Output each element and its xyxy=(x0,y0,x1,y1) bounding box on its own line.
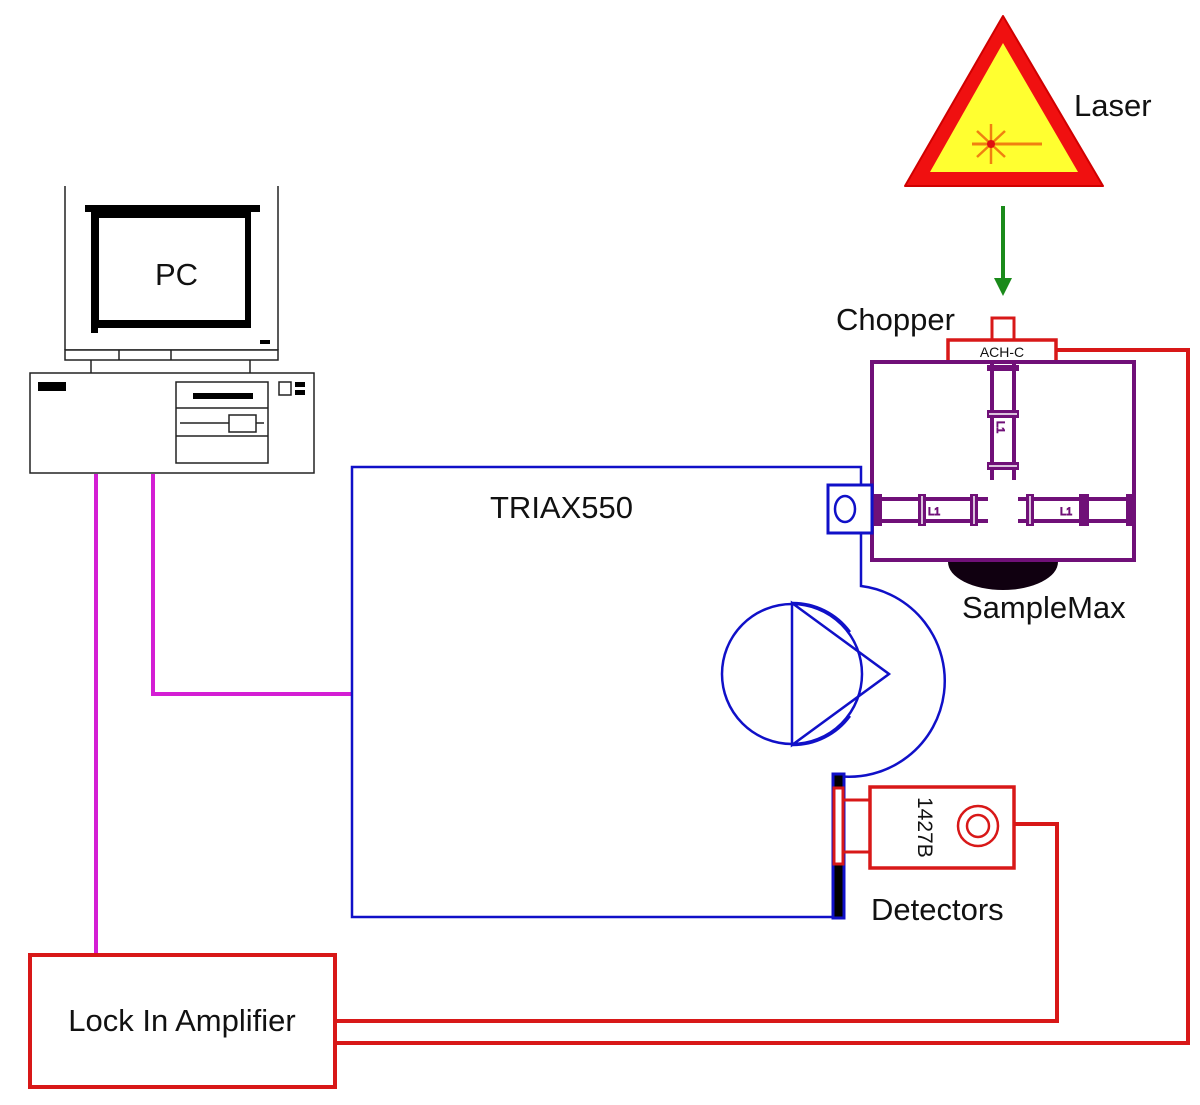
spectrometer[interactable]: TRIAX550 xyxy=(350,465,947,920)
spectrometer-housing xyxy=(350,465,947,919)
lens-tube-right: L1 xyxy=(1018,494,1134,526)
entrance-slit xyxy=(826,483,874,535)
detector-label: Detectors xyxy=(871,892,1004,927)
laser-warning-icon xyxy=(904,15,1104,187)
detector[interactable]: 1427B Detectors xyxy=(832,785,1016,927)
laser[interactable]: Laser xyxy=(904,15,1152,187)
detector-body xyxy=(868,785,1016,870)
pc[interactable]: PC xyxy=(29,186,315,474)
lens-label-right: L1 xyxy=(1060,506,1072,518)
laser-beam-arrow xyxy=(994,206,1012,296)
grating-turret-icon xyxy=(720,600,892,748)
cables xyxy=(94,348,1190,1045)
sample-holder xyxy=(948,562,1058,590)
laser-label: Laser xyxy=(1074,88,1152,123)
lock-in-label: Lock In Amplifier xyxy=(68,1003,295,1038)
sample-chamber[interactable]: L1 L1 L1 SampleMax xyxy=(870,360,1136,625)
chopper-label: Chopper xyxy=(836,302,955,337)
bnc-connector-icon xyxy=(956,804,1000,848)
sample-label: SampleMax xyxy=(962,590,1126,625)
lens-tube-left: L1 xyxy=(874,494,988,526)
cable-detector-to-lockin[interactable] xyxy=(336,822,1059,1023)
detector-window xyxy=(832,786,845,866)
lens-tube-vertical: L1 xyxy=(987,364,1019,480)
detector-model: 1427B xyxy=(913,797,936,858)
chopper-model: ACH-C xyxy=(980,344,1024,360)
lens-label-left: L1 xyxy=(928,506,940,518)
cable-chopper-to-lockin[interactable] xyxy=(336,348,1190,1045)
chopper-blade xyxy=(990,316,1016,342)
desktop-computer-icon xyxy=(29,186,315,474)
lens-label-vertical: L1 xyxy=(994,421,1006,433)
spectrometer-label: TRIAX550 xyxy=(490,490,633,525)
chamber-box xyxy=(870,360,1136,562)
cable-pc-to-triax[interactable] xyxy=(151,474,352,696)
lock-in-amplifier[interactable]: Lock In Amplifier xyxy=(28,953,337,1089)
lock-in-box xyxy=(28,953,337,1089)
chopper[interactable]: Chopper ACH-C xyxy=(836,302,1058,364)
pc-label: PC xyxy=(155,257,198,292)
